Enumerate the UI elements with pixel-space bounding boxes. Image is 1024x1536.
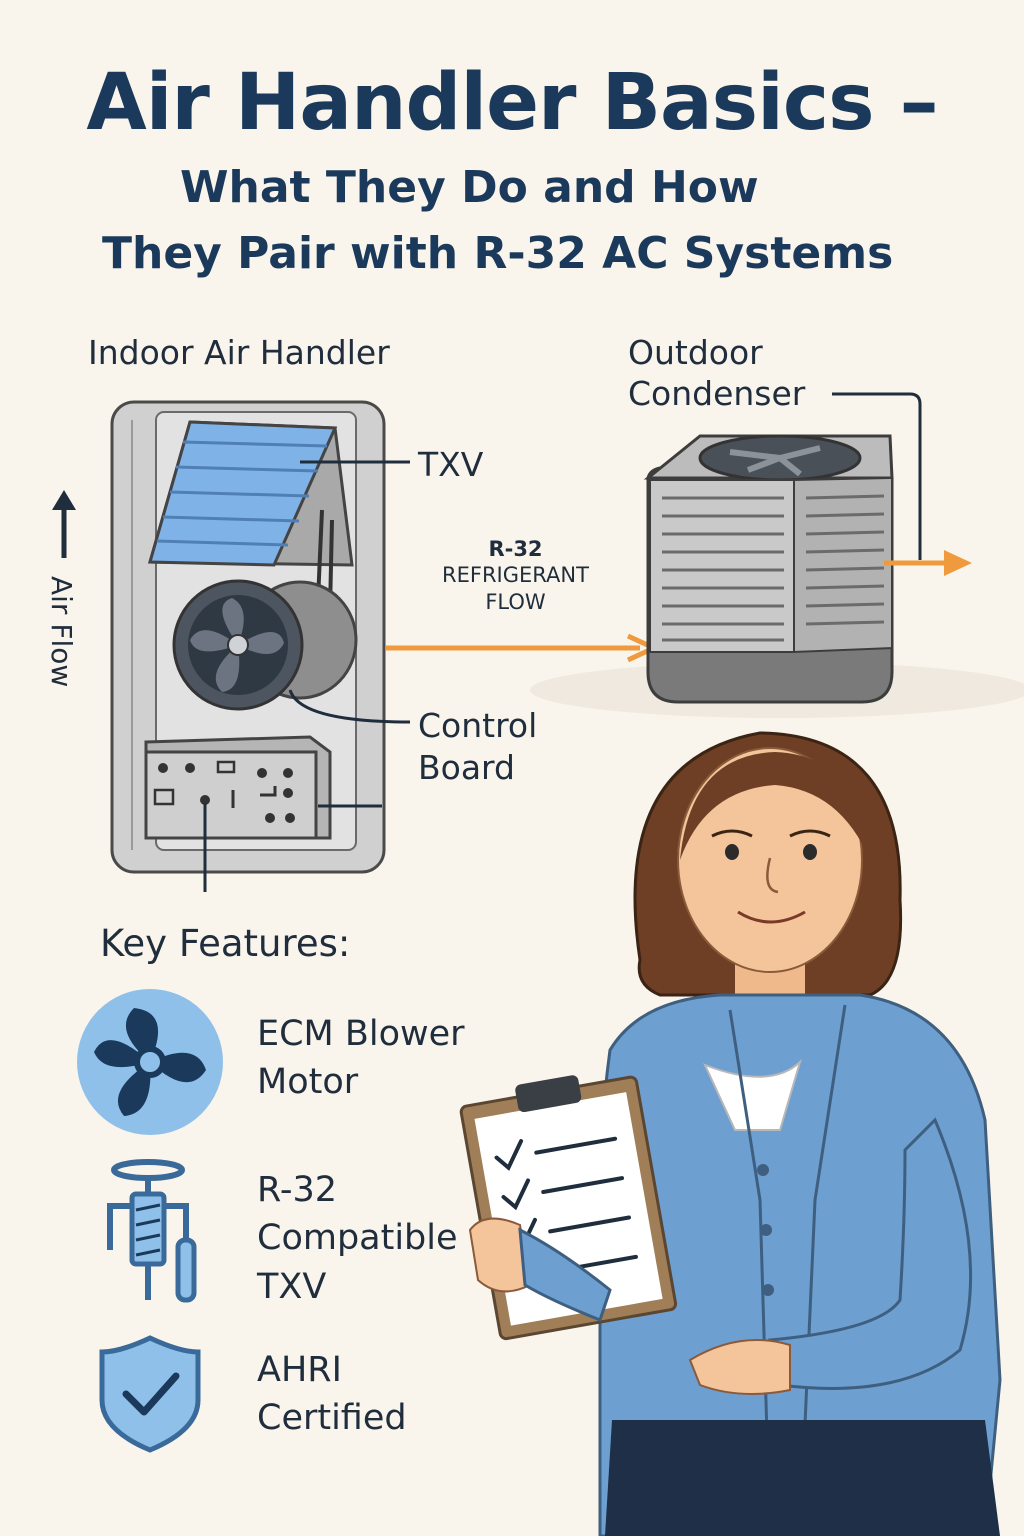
evaporator-coil	[148, 420, 354, 611]
page-title: Air Handler Basics –	[86, 58, 938, 148]
flow-label-line-3: FLOW	[485, 589, 546, 614]
feature-line: ECM Blower	[257, 1014, 465, 1054]
subtitle-line-2: They Pair with R-32 AC Systems	[102, 228, 894, 279]
outdoor-label-line-1: Outdoor	[628, 333, 763, 372]
technician-illustration	[459, 731, 1002, 1536]
feature-item-ahri: AHRI Certified	[257, 1346, 407, 1443]
control-board	[144, 735, 332, 840]
feature-item-ecm-blower: ECM Blower Motor	[257, 1010, 465, 1107]
control-board-label-line-2: Board	[418, 748, 515, 787]
feature-line: Compatible	[257, 1218, 458, 1259]
blower-fan	[172, 579, 358, 711]
refrigerant-flow-arrow	[386, 633, 657, 663]
key-features-heading: Key Features:	[100, 922, 351, 965]
flow-label-line-1: R-32	[488, 537, 543, 561]
refrigerant-flow-label: R-32 REFRIGERANT FLOW	[418, 536, 613, 615]
indoor-air-handler-label: Indoor Air Handler	[88, 333, 390, 372]
feature-line: R-32	[257, 1170, 338, 1210]
control-board-label-line-1: Control	[418, 706, 538, 745]
shield-check-icon	[99, 1335, 201, 1453]
subtitle-line-1: What They Do and How	[180, 162, 759, 213]
outdoor-condenser	[530, 392, 1024, 718]
outdoor-label-line-2: Condenser	[628, 374, 806, 413]
feature-item-txv: R-32 Compatible TXV	[257, 1166, 458, 1311]
indoor-air-handler	[110, 400, 411, 892]
txv-label: TXV	[418, 445, 484, 484]
flow-label-line-2: REFRIGERANT	[442, 563, 589, 588]
feature-line: AHRI	[257, 1350, 342, 1390]
txv-valve-icon	[107, 1159, 197, 1303]
feature-line: TXV	[257, 1266, 327, 1307]
feature-line: Motor	[257, 1062, 359, 1103]
airflow-label: Air Flow	[45, 576, 78, 688]
airflow-arrow	[52, 490, 76, 558]
fan-icon	[77, 989, 223, 1135]
feature-line: Certified	[257, 1398, 407, 1439]
airflow-label-wrap: Air Flow	[32, 560, 96, 710]
